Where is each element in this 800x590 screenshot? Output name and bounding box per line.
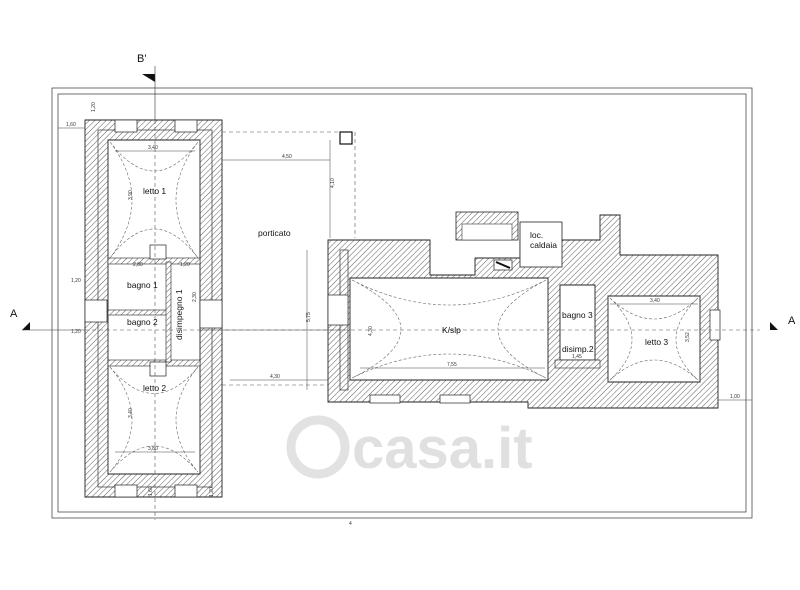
dim-label: 1,60 <box>148 486 154 496</box>
dim-label: 1,20 <box>180 262 190 268</box>
room-label-loc: loc. <box>530 230 543 240</box>
dim-label: 3,52 <box>685 332 691 342</box>
watermark-logo-icon <box>286 415 350 479</box>
dim-label: 3,40 <box>148 145 158 151</box>
room-label-bagno1: bagno 1 <box>127 280 158 290</box>
watermark: casa.it <box>286 415 533 481</box>
room-label-bagno3: bagno 3 <box>562 310 593 320</box>
dim-label: 5,75 <box>306 312 312 322</box>
room-label-letto1: letto 1 <box>143 186 166 196</box>
room-label-letto3: letto 3 <box>645 337 668 347</box>
section-arrow-icon <box>770 322 778 330</box>
column-marker <box>339 131 353 145</box>
section-arrow-icon <box>22 322 30 330</box>
room-label-porticato: porticato <box>258 228 291 238</box>
plot-boundary <box>51 87 753 519</box>
plot-boundary-inner <box>57 93 747 513</box>
room-label-bagno2: bagno 2 <box>127 317 158 327</box>
dim-label: 4,30 <box>368 326 374 336</box>
dim-label: 1,60 <box>66 122 76 128</box>
section-markers: B' A A 4 <box>10 53 796 527</box>
dim-label: 3,40 <box>128 408 134 418</box>
dim-label: 4,10 <box>330 178 336 188</box>
dim-label: 1,20 <box>71 329 81 335</box>
dimension-labels: 1,60 1,20 3,40 3,90 1,20 2,80 1,20 1,20 … <box>66 102 740 497</box>
porticato-outline <box>222 131 356 386</box>
room-label-disimp2: disimp.2 <box>562 344 594 354</box>
section-label-right: A <box>788 315 796 327</box>
watermark-text: casa.it <box>352 416 533 481</box>
dim-label: 3,40 <box>650 298 660 304</box>
room-label-kslp: K/slp <box>442 325 461 335</box>
dim-label: 1,20 <box>71 278 81 284</box>
room-label-disimpegno1: disimpegno 1 <box>174 289 184 340</box>
dim-label: 3,80 <box>148 446 158 452</box>
dim-label: 7,55 <box>447 362 457 368</box>
section-label-left: A <box>10 308 18 320</box>
dim-label: 3,90 <box>128 190 134 200</box>
room-label-caldaia: caldaia <box>530 240 557 250</box>
dim-label: 2,30 <box>192 292 198 302</box>
section-label-top: B' <box>137 53 146 65</box>
dim-label: 1,20 <box>209 487 215 497</box>
room-label-letto2: letto 2 <box>143 383 166 393</box>
section-arrow-icon <box>142 74 155 82</box>
dim-label: 4,30 <box>270 374 280 380</box>
right-wing <box>327 211 721 409</box>
dim-label: 1,20 <box>91 102 97 112</box>
dim-label: 4,50 <box>282 154 292 160</box>
dim-label: 2,80 <box>133 262 143 268</box>
section-label-bottom: 4 <box>349 521 352 527</box>
dim-label: 1,00 <box>730 394 740 400</box>
room-labels: letto 1 bagno 1 bagno 2 disimpegno 1 let… <box>127 186 668 393</box>
dim-label: 1,45 <box>572 354 582 360</box>
left-wing <box>84 119 223 498</box>
